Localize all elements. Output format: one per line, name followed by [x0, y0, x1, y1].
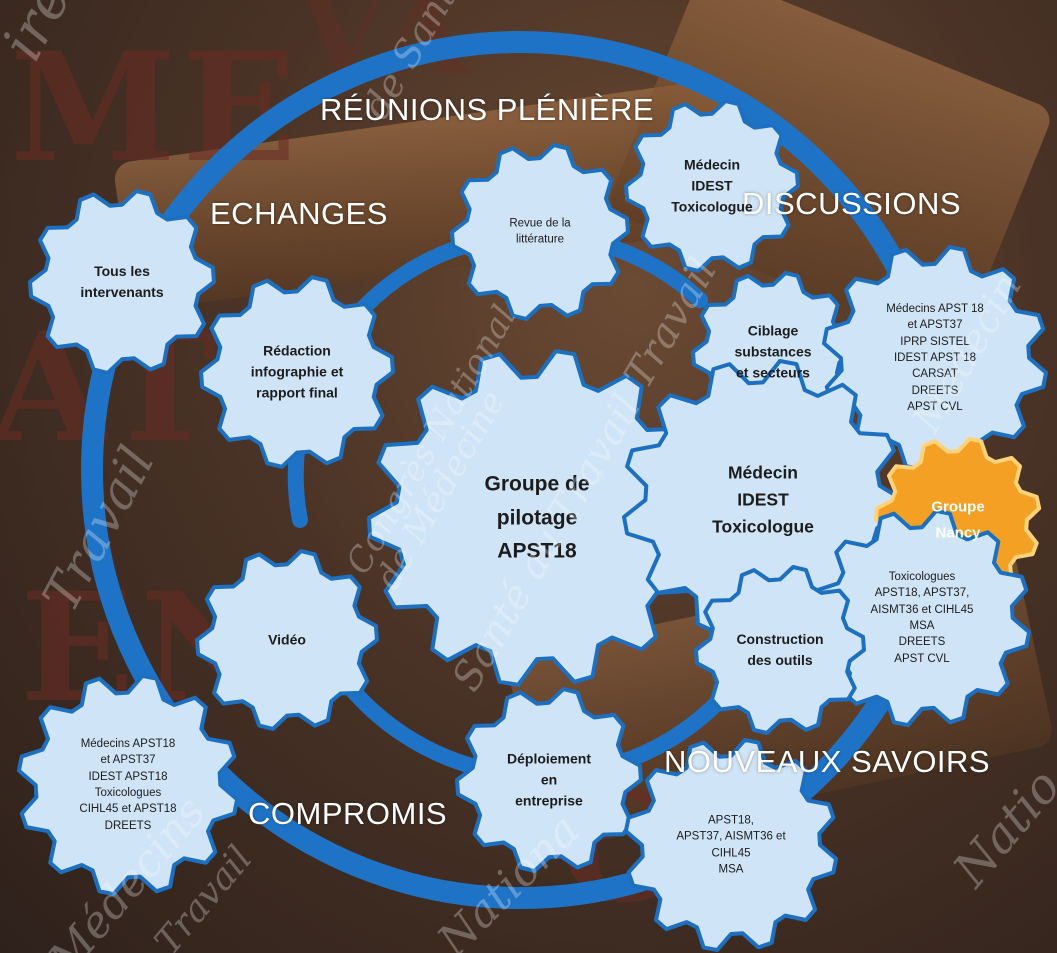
ring-label-nouveaux-savoirs: NOUVEAUX SAVOIRS — [664, 744, 991, 779]
gear-toxicologues-label: Toxicologues APST18, APST37, AISMT36 et … — [870, 571, 974, 665]
gear-deploiement-label: Déploiement en entreprise — [506, 750, 592, 809]
gear-apst-bottom-label: APST18, APST37, AISMT36 et CIHL45 MSA — [676, 814, 786, 876]
ring-label-echanges: ECHANGES — [210, 196, 388, 231]
gear-deploiement-shape — [455, 687, 643, 873]
gear-medecin-idest-large-label: Médecin IDEST Toxicologue — [712, 462, 814, 537]
ring-label-compromis: COMPROMIS — [248, 796, 448, 831]
gear-tous-intervenants-shape — [28, 189, 216, 375]
gear-revue-litterature-shape — [450, 143, 630, 321]
gear-medecins-bottom-label: Médecins APST18 et APST37 IDEST APST18 T… — [79, 738, 177, 832]
gear-groupe-nancy-label: Groupe Nancy — [931, 498, 985, 542]
ring-label-discussions: DISCUSSIONS — [742, 186, 962, 221]
gear-apst-bottom-shape — [623, 737, 839, 953]
gear-medecins-bottom-shape — [16, 673, 240, 897]
gear-medecin-idest-small-shape — [624, 99, 800, 273]
gear-toxicologues-shape — [812, 508, 1032, 728]
gear-video-shape — [195, 549, 379, 731]
gear-medecin-idest-small-label: Médecin IDEST Toxicologue — [671, 156, 753, 215]
gear-tous-intervenants-label: Tous les intervenants — [80, 263, 164, 300]
gear-construction-shape — [694, 565, 866, 735]
gear-video-label: Vidéo — [268, 631, 306, 648]
ring-label-reunions: RÉUNIONS PLÉNIÈRE — [320, 92, 655, 127]
background-letters-1: ME — [10, 20, 303, 196]
gear-construction-label: Construction des outils — [736, 631, 824, 668]
gear-redaction-shape — [199, 275, 395, 469]
gear-medecins-list-label: Médecins APST 18 et APST37 IPRP SISTEL I… — [886, 302, 984, 413]
gear-ciblage-label: Ciblage substances et secteurs — [734, 322, 812, 381]
gear-groupe-pilotage-label: Groupe de pilotage APST18 — [484, 472, 590, 563]
gear-revue-litterature-label: Revue de la littérature — [509, 217, 571, 246]
gear-redaction-label: Rédaction infographie et rapport final — [250, 342, 344, 401]
